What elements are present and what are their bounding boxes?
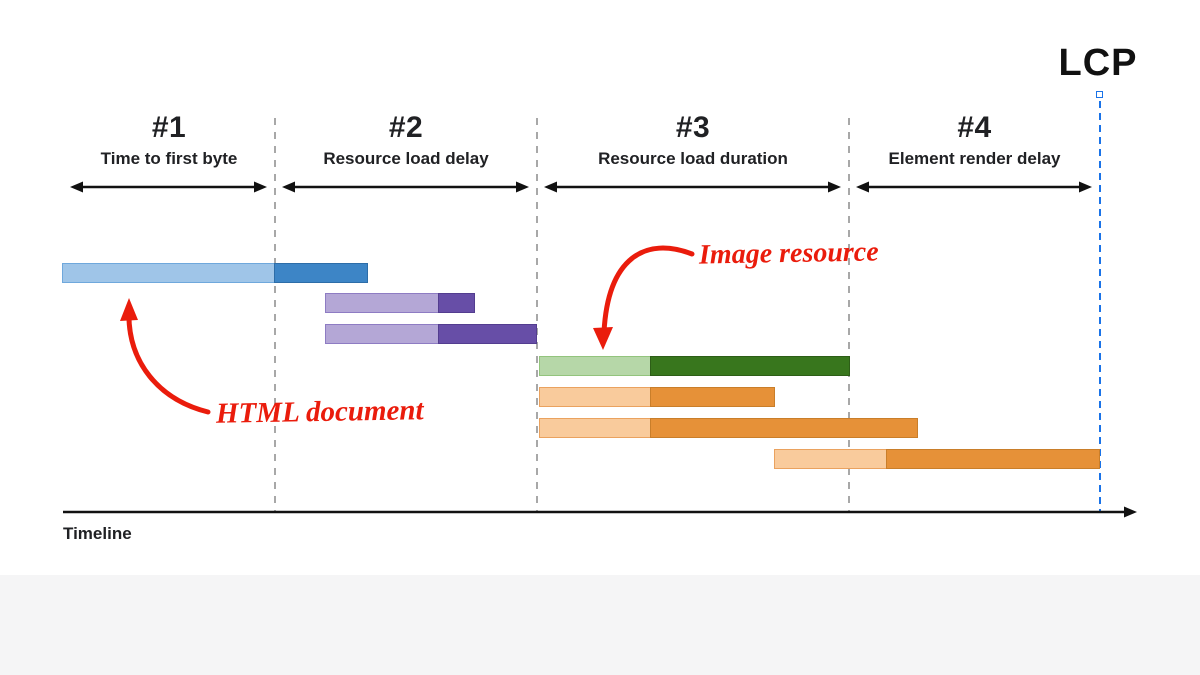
image-resource-arrow — [601, 245, 695, 335]
html-document-arrowhead — [120, 298, 138, 321]
script-bar-dark-segment — [650, 387, 775, 407]
phase-arrowhead-left — [70, 181, 83, 193]
image-bar-light-segment — [539, 356, 650, 376]
script-bar-light-segment — [539, 418, 650, 438]
phase-number: #2 — [388, 111, 424, 144]
lcp-marker-square — [1096, 91, 1103, 98]
stylesheet-bar-light-segment — [325, 324, 438, 344]
stylesheet-bar — [325, 324, 537, 344]
phase-arrowhead-right — [516, 181, 529, 193]
stylesheet-bar-dark-segment — [438, 293, 475, 313]
phase-arrowhead-left — [282, 181, 295, 193]
script-bar-dark-segment — [650, 418, 918, 438]
phase-number: #4 — [957, 111, 992, 144]
phase-arrowhead-left — [856, 181, 869, 193]
script-bar-light-segment — [774, 449, 886, 469]
script-bar — [539, 387, 775, 407]
image-resource-arrowhead — [593, 327, 613, 350]
lcp-title: LCP — [1058, 42, 1138, 84]
legend-band: DocumentStylesheetScriptImage — [0, 575, 1200, 675]
phase-arrowhead-right — [1079, 181, 1092, 193]
annotation-image-resource: Image resource — [698, 236, 879, 271]
phase-label: Resource load duration — [598, 149, 788, 168]
timeline-axis-arrowhead — [1124, 506, 1137, 518]
phase-label: Resource load delay — [323, 149, 489, 168]
image-bar — [539, 356, 850, 376]
timeline-axis-label: Timeline — [63, 524, 132, 543]
script-bar-light-segment — [539, 387, 650, 407]
phase-arrowhead-right — [254, 181, 267, 193]
stylesheet-bar — [325, 293, 475, 313]
script-bar-dark-segment — [886, 449, 1100, 469]
phase-label: Time to first byte — [100, 149, 238, 168]
html-document-arrow — [126, 307, 211, 415]
document-bar-light-segment — [62, 263, 274, 283]
stylesheet-bar-dark-segment — [438, 324, 537, 344]
document-bar-dark-segment — [274, 263, 368, 283]
script-bar — [774, 449, 1100, 469]
annotation-html-document: HTML document — [215, 394, 424, 430]
image-bar-dark-segment — [650, 356, 850, 376]
stylesheet-bar-light-segment — [325, 293, 438, 313]
phase-arrowhead-right — [828, 181, 841, 193]
phase-number: #1 — [151, 111, 187, 144]
document-bar — [62, 263, 368, 283]
phase-number: #3 — [675, 111, 711, 144]
phase-arrowhead-left — [544, 181, 557, 193]
phase-label: Element render delay — [888, 149, 1061, 168]
script-bar — [539, 418, 918, 438]
